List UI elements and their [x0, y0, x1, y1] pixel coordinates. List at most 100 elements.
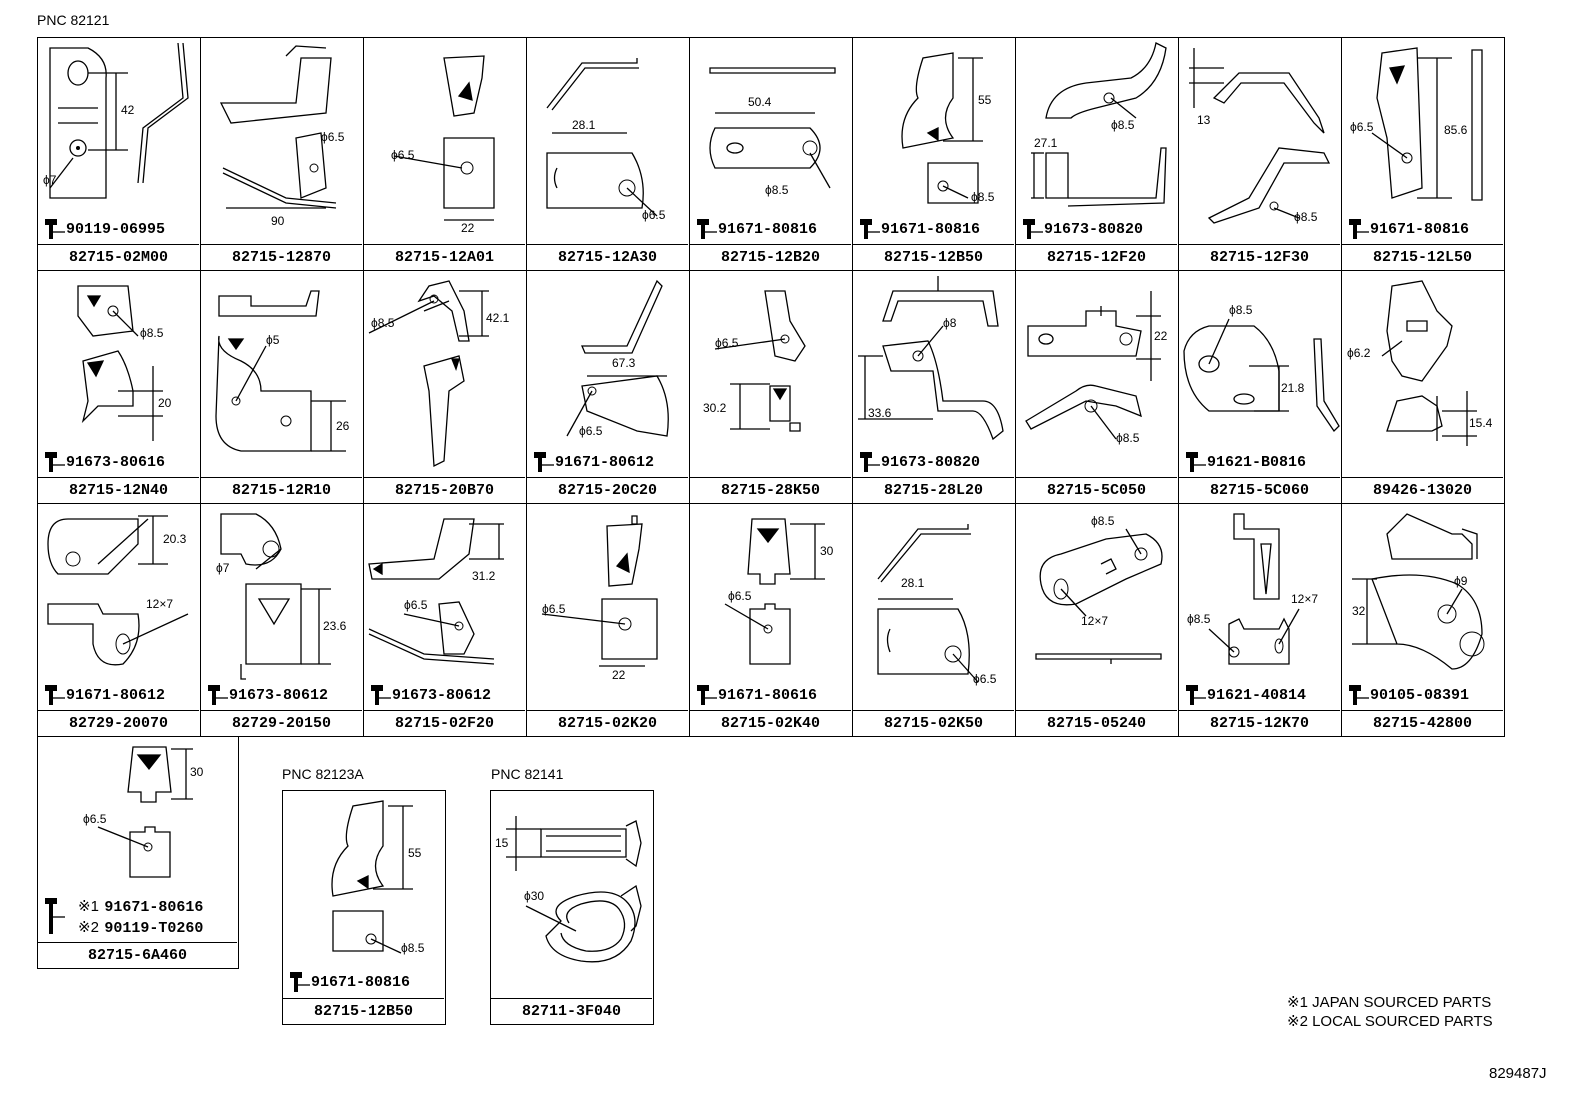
part-cell-82715-12R10[interactable]: ϕ5 26 82715-12R10	[200, 270, 364, 504]
dim-label: 21.8	[1281, 381, 1305, 395]
part-cell-82715-02K40[interactable]: 30 ϕ6.5 91671-80616 82715-02K40	[689, 503, 853, 737]
bolt: 91621-B0816	[1184, 451, 1306, 473]
part-cell-82711-3F040[interactable]: 15 ϕ30 82711-3F040	[490, 790, 654, 1025]
bracket-drawing	[1016, 271, 1180, 476]
bolt-number: 90105-08391	[1370, 686, 1470, 704]
part-number: 82715-02M00	[38, 244, 199, 270]
dim-label: 12×7	[1081, 614, 1109, 628]
bolt-icon	[1349, 685, 1369, 705]
part-number: 82715-6A460	[38, 942, 237, 968]
part-cell-82715-02K20[interactable]: ϕ6.5 22 82715-02K20	[526, 503, 690, 737]
bracket-drawing	[364, 271, 528, 476]
bracket-drawing	[38, 271, 202, 476]
part-number: 82715-12A01	[364, 244, 525, 270]
pnc-header-sub1: PNC 82123A	[282, 766, 364, 782]
bolt-icon	[860, 452, 880, 472]
dim-label: 85.6	[1444, 123, 1468, 137]
part-cell-82715-12F30[interactable]: 13 ϕ8.5 82715-12F30	[1178, 37, 1342, 271]
bolt-number: 91671-80816	[718, 220, 818, 238]
dim-label: ϕ6.5	[83, 812, 107, 826]
part-number: 82715-12870	[201, 244, 362, 270]
bolt-number: 91673-80820	[881, 453, 981, 471]
part-cell-82715-12N40[interactable]: ϕ8.5 20 91673-80616 82715-12N40	[37, 270, 201, 504]
bolt: 91671-80612	[532, 451, 654, 473]
diagram-code: 829487J	[1489, 1065, 1547, 1082]
part-cell-82715-28L20[interactable]: ϕ8 33.6 91673-80820 82715-28L20	[852, 270, 1016, 504]
part-cell-82715-6A460[interactable]: 30 ϕ6.5 ※1 91671-80616 ※2 90119-T0260 82…	[37, 736, 239, 969]
bolt-number: 91673-80820	[1044, 220, 1144, 238]
part-number: 82715-02K50	[853, 710, 1014, 736]
part-cell-82729-20070[interactable]: 20.3 12×7 91671-80612 82729-20070	[37, 503, 201, 737]
part-cell-82715-12K70[interactable]: 12×7 ϕ8.5 91621-40814 82715-12K70	[1178, 503, 1342, 737]
bolt-number: 91673-80616	[66, 453, 166, 471]
bolt: 91671-80616	[695, 684, 817, 706]
bracket-drawing	[527, 271, 691, 476]
part-cell-82715-12F20[interactable]: ϕ8.5 27.1 91673-80820 82715-12F20	[1015, 37, 1179, 271]
bolt-number: 91671-80816	[881, 220, 981, 238]
bolt: 91671-80816	[1347, 218, 1469, 240]
dim-label: 33.6	[868, 406, 892, 420]
bracket-drawing	[690, 38, 854, 243]
dim-label: 28.1	[572, 118, 596, 132]
part-cell-82715-28K50[interactable]: ϕ6.5 30.2 82715-28K50	[689, 270, 853, 504]
part-cell-89426-13020[interactable]: ϕ6.2 15.4 89426-13020	[1341, 270, 1505, 504]
bolt: 90105-08391	[1347, 684, 1469, 706]
bolt-number: 91671-80816	[311, 973, 411, 991]
dim-label: ϕ7	[216, 561, 230, 575]
bolt-icon	[1186, 685, 1206, 705]
dim-label: 13	[1197, 113, 1211, 127]
part-cell-82715-5C050[interactable]: 22 ϕ8.5 82715-5C050	[1015, 270, 1179, 504]
part-cell-82715-02K50[interactable]: 28.1 ϕ6.5 82715-02K50	[852, 503, 1016, 737]
bolt-number: 91671-80612	[66, 686, 166, 704]
dim-label: ϕ8	[943, 316, 957, 330]
part-cell-82715-12L50[interactable]: ϕ6.5 85.6 91671-80816 82715-12L50	[1341, 37, 1505, 271]
bolt-number: 90119-T0260	[104, 920, 204, 937]
part-number: 82715-12L50	[1342, 244, 1503, 270]
bracket-drawing	[38, 737, 240, 942]
dim-label: 22	[461, 221, 475, 235]
dim-label: ϕ8.5	[1294, 210, 1318, 224]
bolt-icon	[45, 452, 65, 472]
part-number: 82715-28K50	[690, 477, 851, 503]
part-cell-82715-20B70[interactable]: ϕ8.5 42.1 82715-20B70	[363, 270, 527, 504]
dim-label: 12×7	[146, 597, 174, 611]
dim-label: ϕ6.5	[642, 208, 666, 222]
part-cell-82715-12B20[interactable]: 50.4 ϕ8.5 91671-80816 82715-12B20	[689, 37, 853, 271]
part-number: 89426-13020	[1342, 477, 1503, 503]
part-cell-82715-02M00[interactable]: 42 ϕ7 90119-06995 82715-02M00	[37, 37, 201, 271]
dim-label: ϕ6.5	[391, 148, 415, 162]
part-number: 82715-12F20	[1016, 244, 1177, 270]
part-number: 82715-12B20	[690, 244, 851, 270]
dim-label: 31.2	[472, 569, 496, 583]
bracket-drawing	[283, 791, 447, 996]
bolt-number: 91673-80612	[229, 686, 329, 704]
part-cell-82729-20150[interactable]: ϕ7 23.6 91673-80612 82729-20150	[200, 503, 364, 737]
bracket-drawing	[1179, 271, 1343, 476]
pnc-header-main: PNC 82121	[37, 12, 110, 28]
part-number: 82715-42800	[1342, 710, 1503, 736]
bracket-drawing	[364, 504, 528, 709]
dim-label: 27.1	[1034, 136, 1058, 150]
part-cell-82715-5C060[interactable]: ϕ8.5 21.8 91621-B0816 82715-5C060	[1178, 270, 1342, 504]
part-cell-82715-12A30[interactable]: 28.1 ϕ6.5 82715-12A30	[526, 37, 690, 271]
dim-label: 30	[190, 765, 204, 779]
dim-label: ϕ8.5	[371, 316, 395, 330]
part-cell-82715-20C20[interactable]: 67.3 ϕ6.5 91671-80612 82715-20C20	[526, 270, 690, 504]
part-number: 82715-05240	[1016, 710, 1177, 736]
part-cell-82715-05240[interactable]: ϕ8.5 12×7 82715-05240	[1015, 503, 1179, 737]
bracket-drawing	[527, 38, 691, 243]
part-cell-82715-12A01[interactable]: ϕ6.5 22 82715-12A01	[363, 37, 527, 271]
part-cell-82715-42800[interactable]: ϕ9 32 90105-08391 82715-42800	[1341, 503, 1505, 737]
bolt-number: 91671-80616	[104, 899, 204, 916]
part-cell-82715-12B50[interactable]: 55 ϕ8.5 91671-80816 82715-12B50	[852, 37, 1016, 271]
part-number: 82715-02K40	[690, 710, 851, 736]
dim-label: ϕ6.5	[579, 424, 603, 438]
part-cell-82715-02F20[interactable]: 31.2 ϕ6.5 91673-80612 82715-02F20	[363, 503, 527, 737]
part-number: 82715-02K20	[527, 710, 688, 736]
bolt: 90119-06995	[43, 218, 165, 240]
dim-label: ϕ6.5	[973, 672, 997, 686]
part-cell-sub1-82715-12B50[interactable]: 55 ϕ8.5 91671-80816 82715-12B50	[282, 790, 446, 1025]
part-cell-82715-12870[interactable]: ϕ6.5 90 82715-12870	[200, 37, 364, 271]
bolt: 91671-80816	[858, 218, 980, 240]
pnc-header-sub2: PNC 82141	[491, 766, 564, 782]
